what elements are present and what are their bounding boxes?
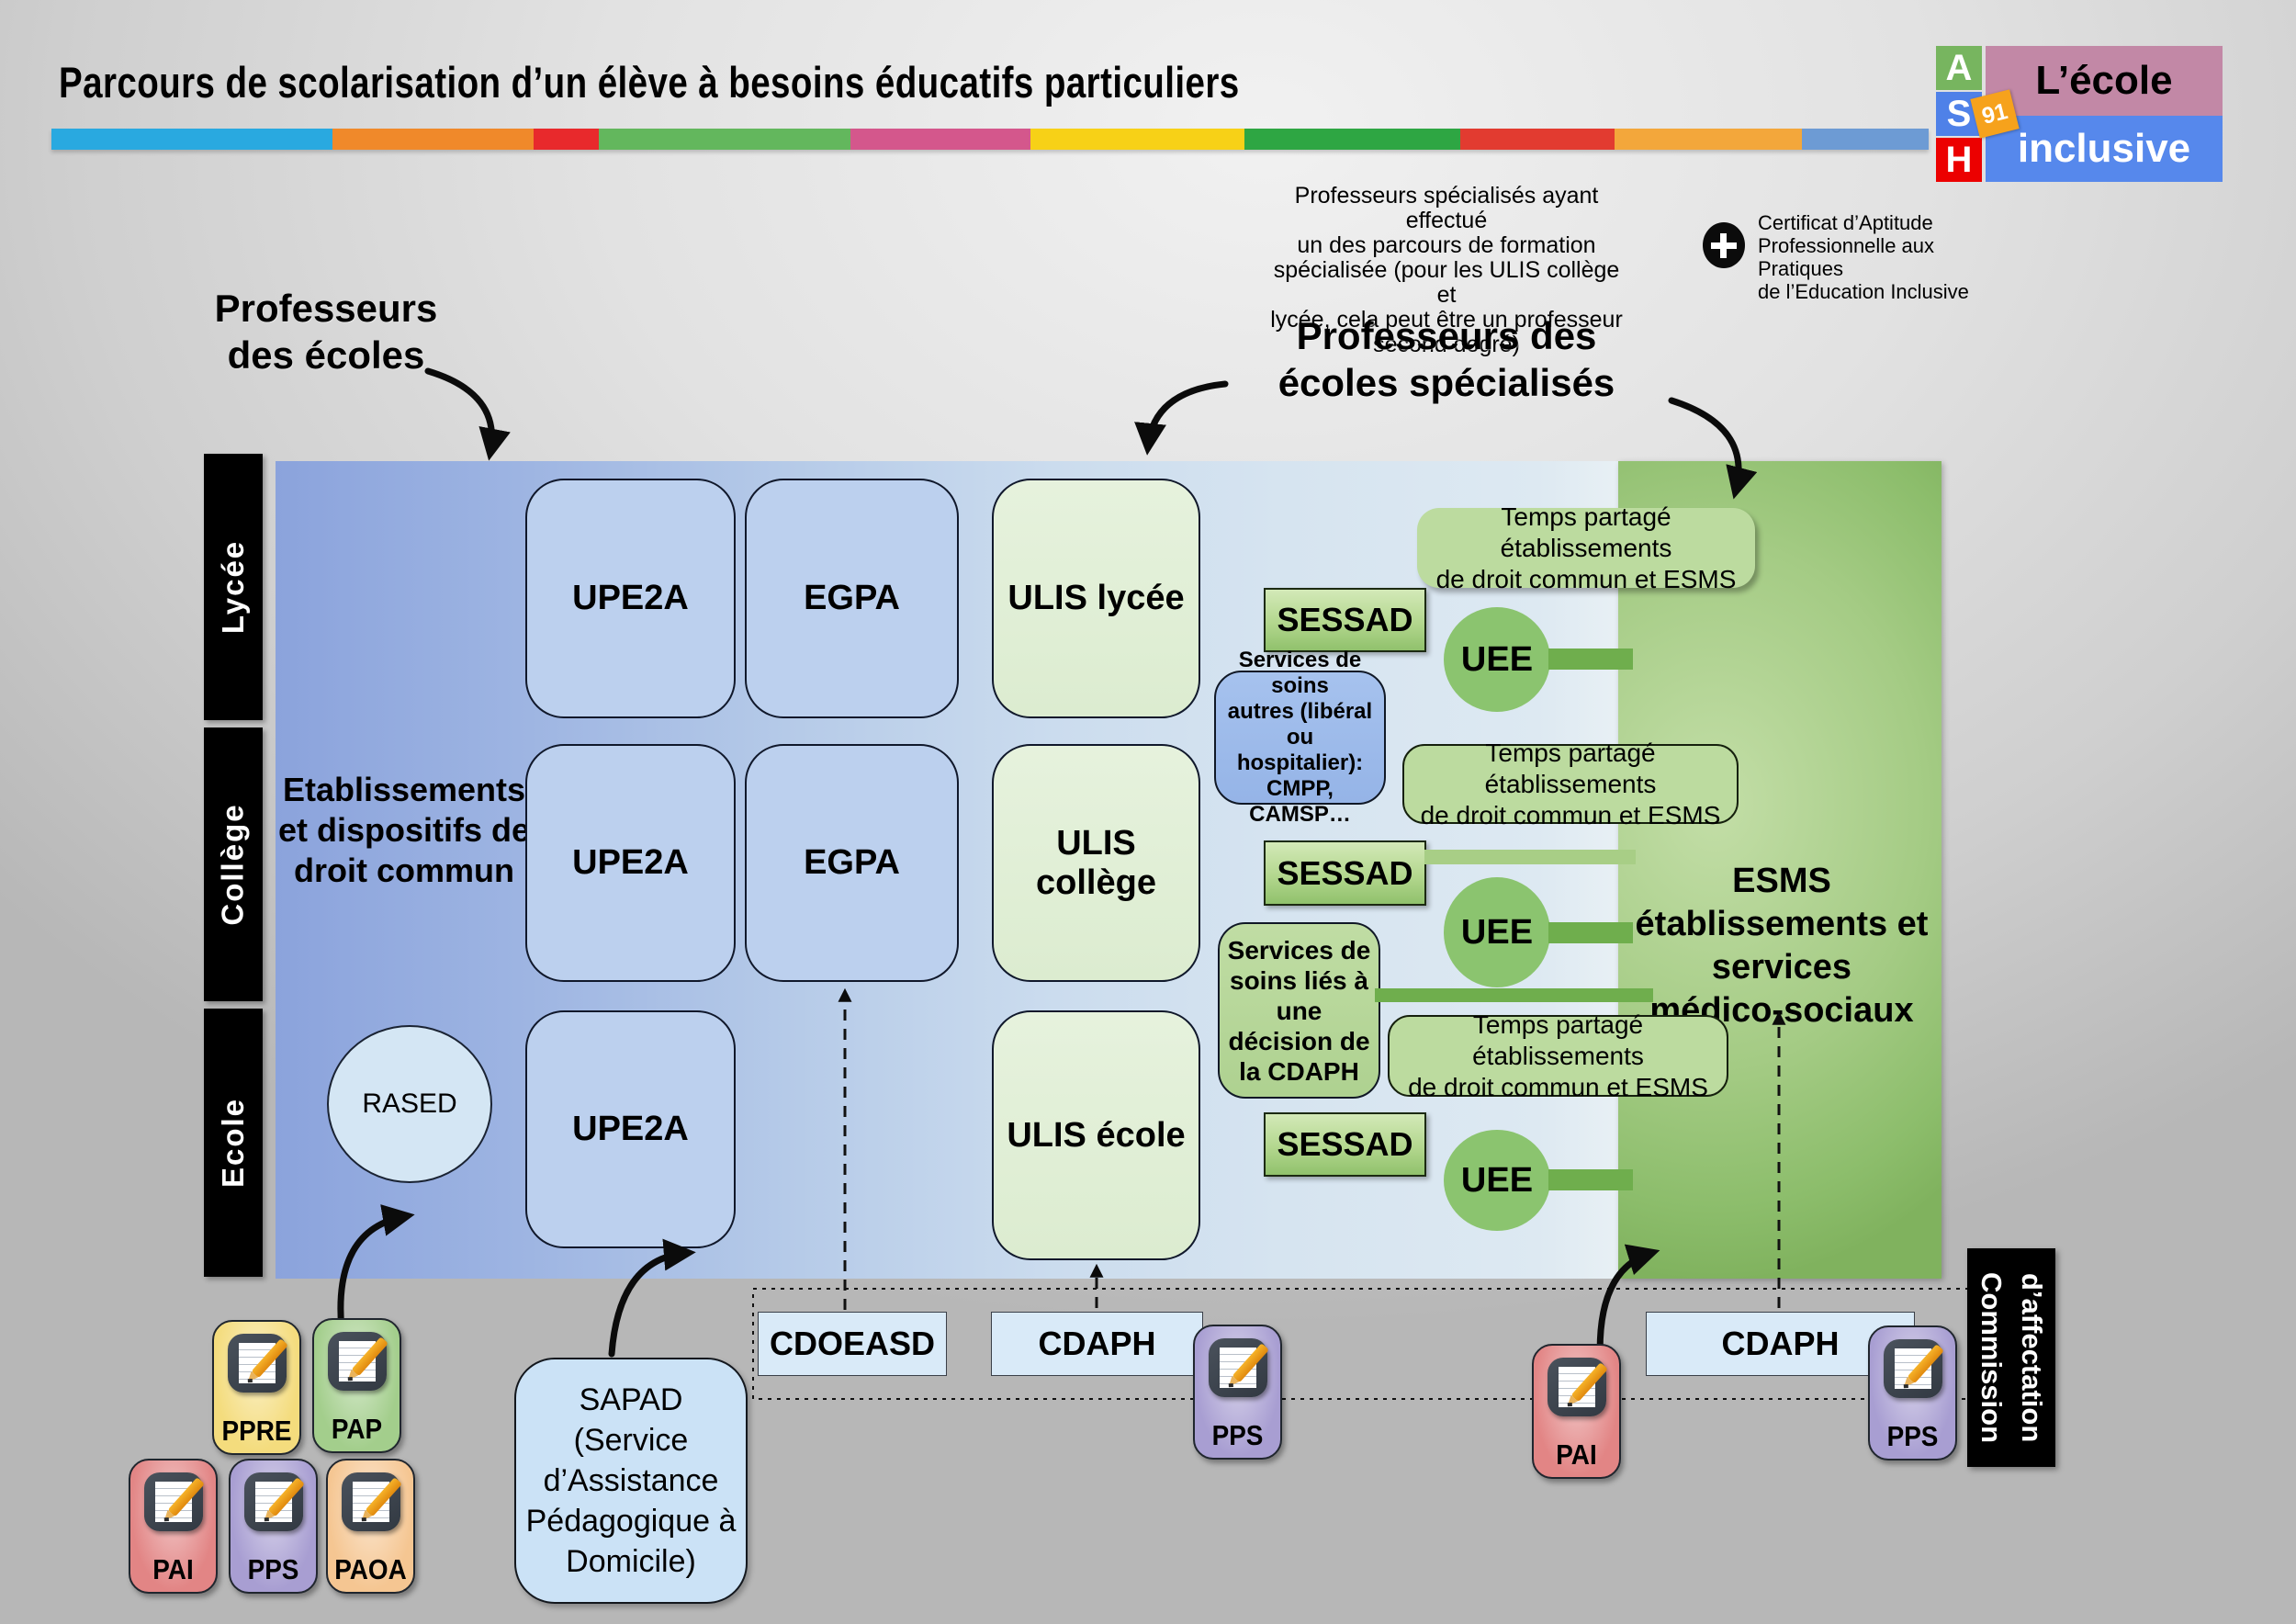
box-upe2a-college-label: UPE2A — [572, 843, 689, 882]
sidebar-level-college-label: Collège — [216, 803, 251, 926]
heading-prof-ecoles-specialises: Professeurs des écoles spécialisés — [1277, 314, 1615, 404]
plan-card-pps-mid: PPS — [1193, 1325, 1282, 1460]
plan-card-pap-label: PAP — [331, 1413, 383, 1445]
rainbow-bar-segment — [51, 129, 332, 150]
plan-card-pps-right: PPS — [1868, 1325, 1957, 1460]
box-egpa-college-label: EGPA — [804, 843, 900, 882]
logo-line-2: inclusive — [1986, 116, 2223, 182]
commission-affectation: Commission d’affectation — [1967, 1248, 2055, 1467]
plan-card-ppre: PPRE — [212, 1320, 301, 1455]
sessad-ecole: SESSAD — [1264, 1112, 1426, 1177]
notepad-icon — [1883, 1339, 1944, 1398]
box-ulis-lycee-label: ULIS lycée — [1007, 579, 1185, 617]
box-ulis-college: ULIS collège — [992, 744, 1200, 982]
logo-line-1: L’école — [1986, 46, 2223, 116]
rainbow-bar-segment — [1244, 129, 1460, 150]
sidebar-level-lycee-label: Lycée — [216, 539, 251, 635]
rainbow-bar-segment — [332, 129, 534, 150]
plan-card-pps-label: PPS — [247, 1553, 299, 1585]
plan-card-pai-right: PAI — [1532, 1344, 1621, 1479]
sidebar-level-college: Collège — [204, 727, 263, 1001]
notepad-icon — [227, 1334, 288, 1393]
temps-partage-college: Temps partagé établissements de droit co… — [1402, 739, 1739, 829]
logo-letter-a: A — [1936, 46, 1982, 90]
box-upe2a-ecole-label: UPE2A — [572, 1110, 689, 1148]
rased-circle: RASED — [327, 1025, 492, 1183]
plan-card-pps-right-label: PPS — [1886, 1420, 1939, 1452]
plan-card-pai: PAI — [129, 1459, 218, 1594]
plan-card-paoa: PAOA — [326, 1459, 415, 1594]
notepad-icon — [1208, 1338, 1269, 1397]
capei-note: Certificat d’Aptitude Professionnelle au… — [1758, 211, 1969, 303]
heading-prof-ecoles: Professeurs des écoles — [214, 287, 438, 377]
box-upe2a-lycee-label: UPE2A — [572, 579, 689, 617]
box-ulis-ecole-label: ULIS école — [1007, 1115, 1186, 1155]
sidebar-level-lycee: Lycée — [204, 454, 263, 720]
box-cdaph: CDAPH — [991, 1312, 1203, 1376]
notepad-icon — [243, 1472, 305, 1531]
uee-college: UEE — [1444, 877, 1550, 987]
notepad-icon — [1547, 1358, 1608, 1416]
note-specialised-teachers: Professeurs spécialisés ayant effectué u… — [1270, 183, 1623, 357]
arrow-prof-ecoles — [424, 367, 511, 461]
rainbow-bar-segment — [599, 129, 850, 150]
plus-icon — [1703, 222, 1745, 268]
notepad-icon — [143, 1472, 205, 1531]
label-droit-commun: Etablissements et dispositifs de droit c… — [277, 771, 531, 889]
plan-card-pps-mid-label: PPS — [1211, 1419, 1264, 1451]
plan-card-pap: PAP — [312, 1318, 401, 1453]
box-ulis-lycee: ULIS lycée — [992, 479, 1200, 718]
box-upe2a-college: UPE2A — [525, 744, 736, 982]
rased-label: RASED — [362, 1088, 457, 1119]
uee-lycee: UEE — [1444, 607, 1550, 712]
sidebar-level-ecole: Ecole — [204, 1009, 263, 1277]
uee-ecole: UEE — [1444, 1130, 1550, 1231]
box-upe2a-lycee: UPE2A — [525, 479, 736, 718]
plan-card-pps: PPS — [229, 1459, 318, 1594]
box-egpa-college: EGPA — [745, 744, 959, 982]
sapad-box: SAPAD (Service d’Assistance Pédagogique … — [514, 1358, 748, 1604]
box-soins-cdaph: Services de soins liés à une décision de… — [1218, 922, 1380, 1099]
sidebar-level-ecole-label: Ecole — [216, 1097, 251, 1189]
plan-card-pai-label: PAI — [152, 1553, 194, 1585]
notepad-icon — [327, 1332, 388, 1391]
arrow-prof-spec-left — [1134, 380, 1229, 456]
page-title: Parcours de scolarisation d’un élève à b… — [59, 58, 1240, 107]
rainbow-bar — [51, 129, 1929, 150]
box-ulis-ecole: ULIS école — [992, 1010, 1200, 1260]
temps-partage-ecole: Temps partagé établissements de droit co… — [1388, 1010, 1728, 1101]
label-esms: ESMS établissements et services médico-s… — [1635, 862, 1929, 1030]
box-egpa-lycee-label: EGPA — [804, 579, 900, 617]
temps-partage-lycee: Temps partagé établissements de droit co… — [1417, 502, 1755, 593]
plan-card-ppre-label: PPRE — [221, 1415, 292, 1447]
box-egpa-lycee: EGPA — [745, 479, 959, 718]
rainbow-bar-segment — [850, 129, 1030, 150]
ecole-inclusive-logo: A S H L’école inclusive 91 — [1936, 46, 2223, 182]
logo-letter-h: H — [1936, 138, 1982, 182]
notepad-icon — [341, 1472, 402, 1531]
commission-affectation-label: Commission d’affectation — [1975, 1271, 2048, 1444]
rainbow-bar-segment — [1030, 129, 1244, 150]
rainbow-bar-segment — [1615, 129, 1802, 150]
rainbow-bar-segment — [1802, 129, 1929, 150]
box-ulis-college-label: ULIS collège — [1036, 823, 1156, 902]
plan-card-pai-right-label: PAI — [1556, 1438, 1597, 1471]
box-upe2a-ecole: UPE2A — [525, 1010, 736, 1248]
plan-card-paoa-label: PAOA — [334, 1553, 407, 1585]
rainbow-bar-segment — [534, 129, 599, 150]
sessad-college: SESSAD — [1264, 840, 1426, 906]
box-cdoeasd: CDOEASD — [758, 1312, 947, 1376]
box-soins-autres: Services de soins autres (libéral ou hos… — [1214, 648, 1386, 827]
sessad-lycee: SESSAD — [1264, 588, 1426, 652]
rainbow-bar-segment — [1460, 129, 1615, 150]
